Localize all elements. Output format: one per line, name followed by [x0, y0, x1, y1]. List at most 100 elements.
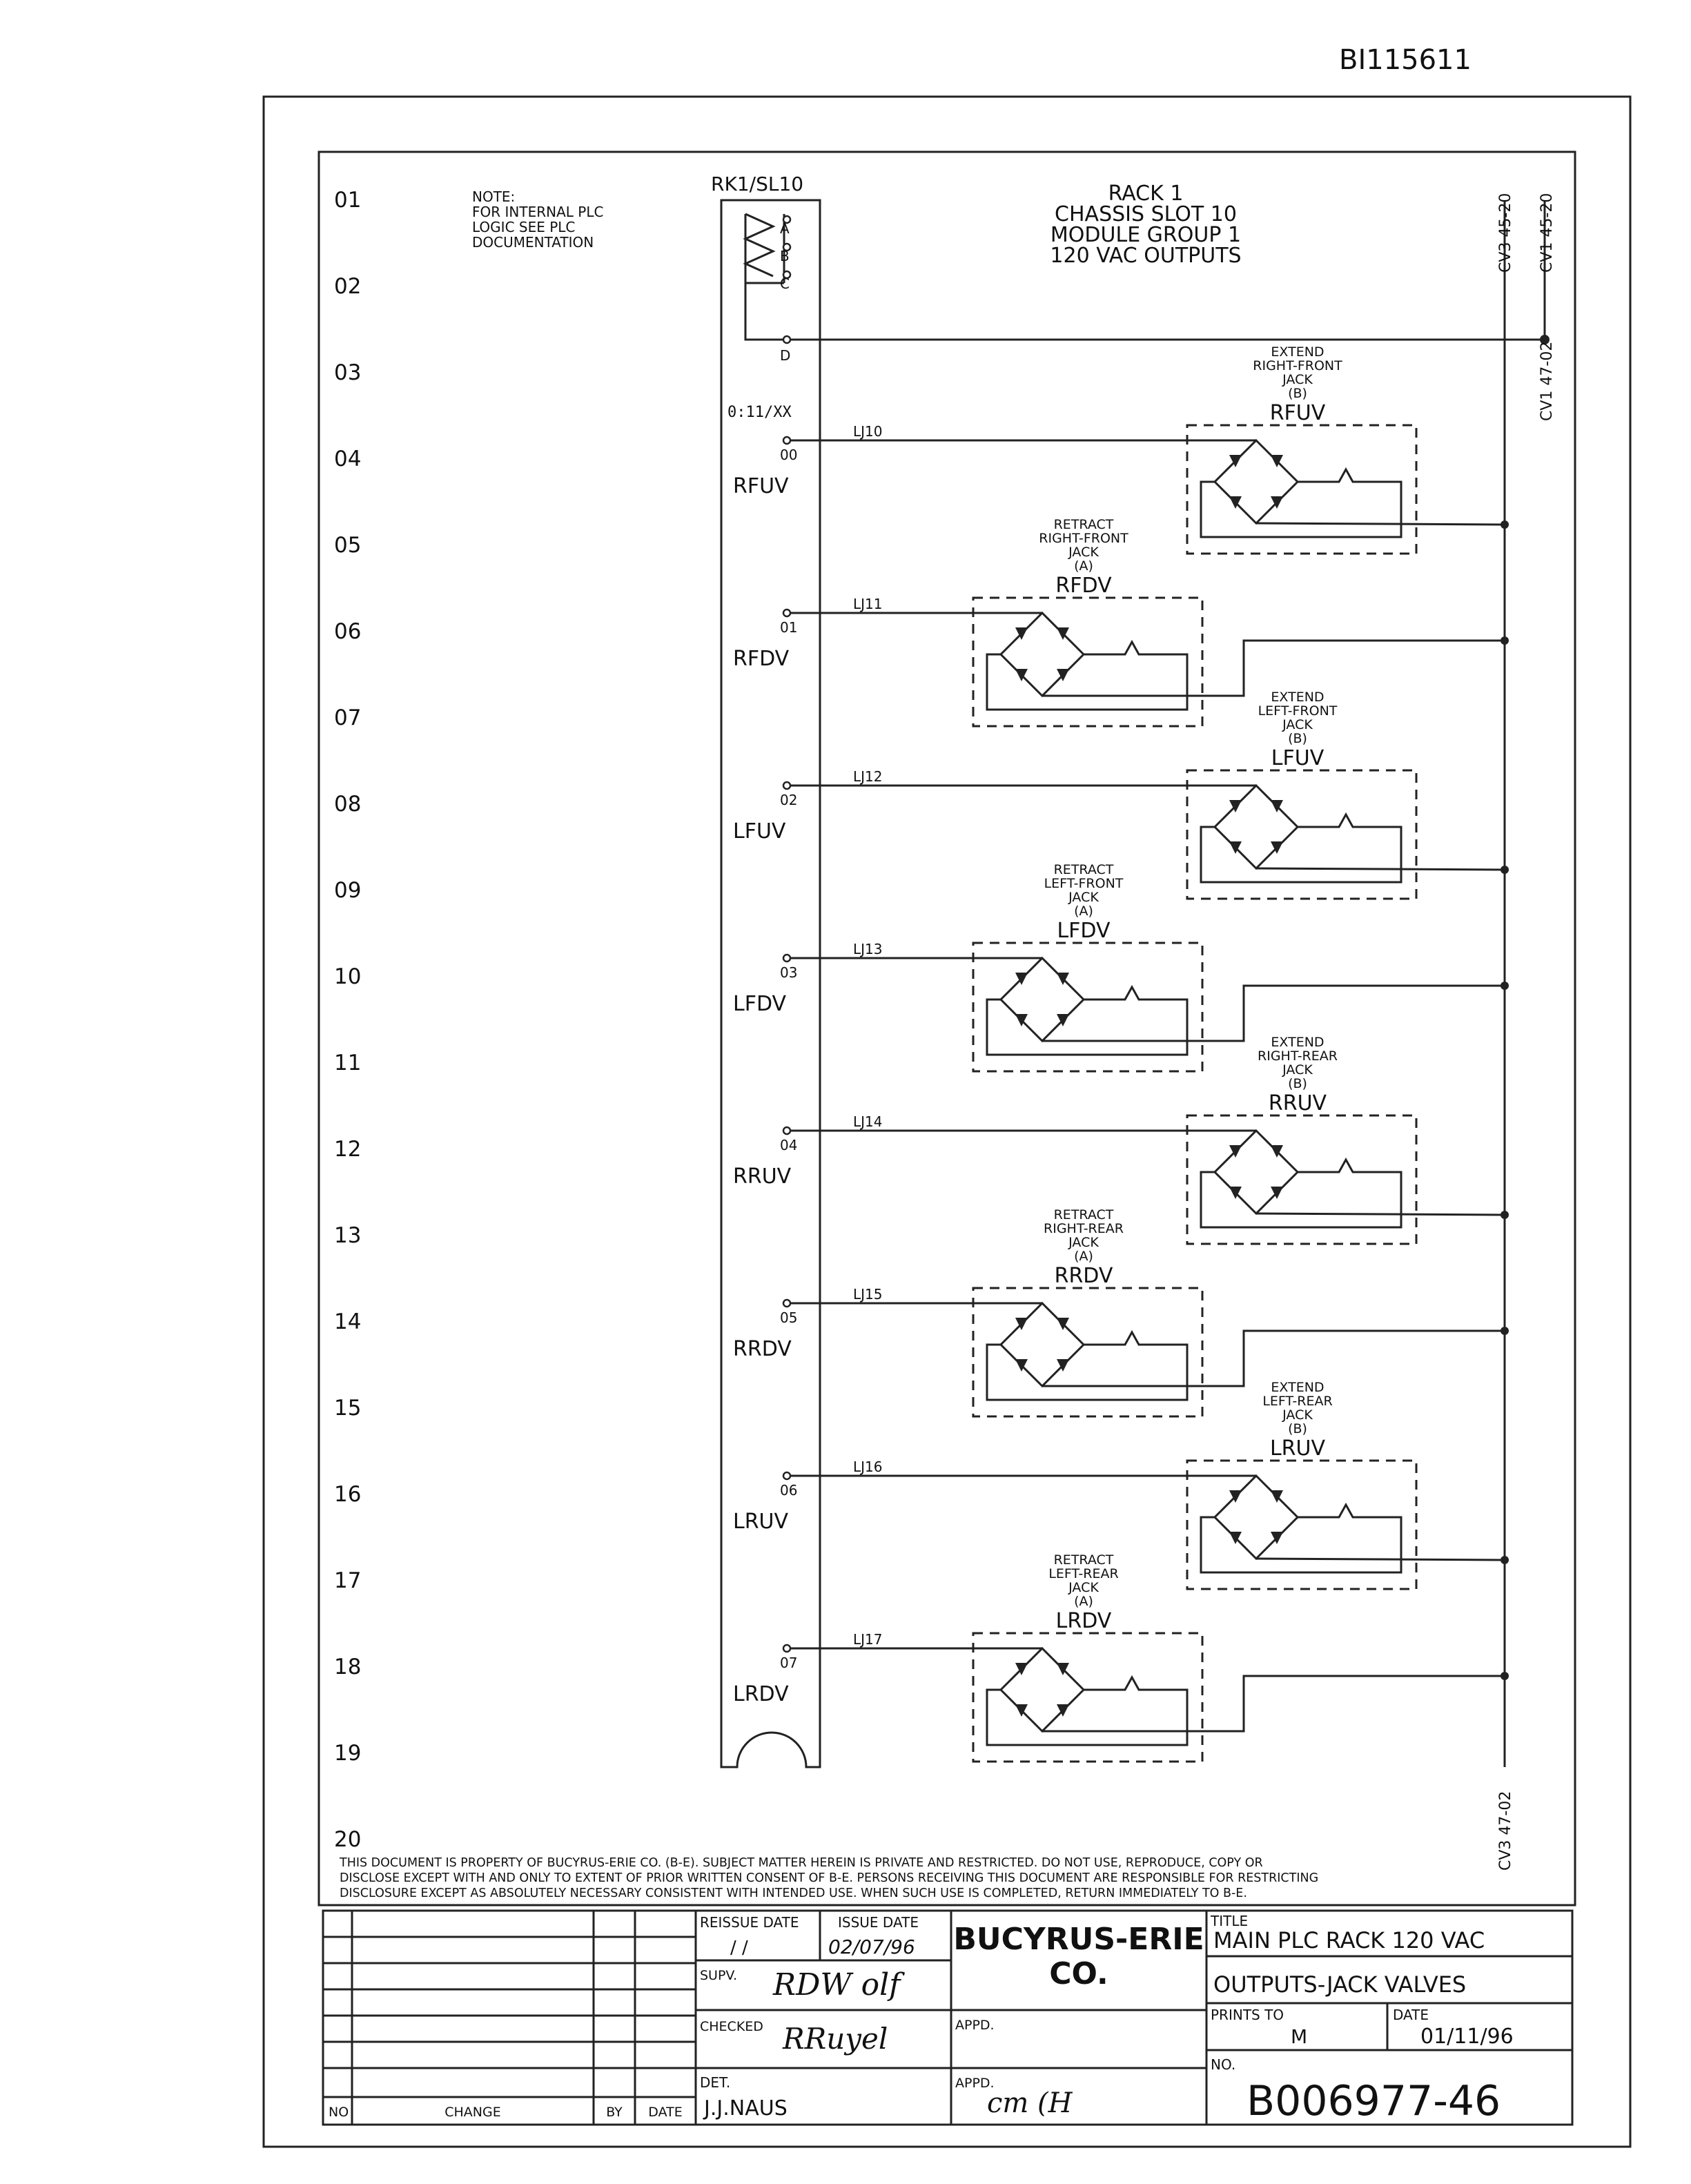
module-header-3: MODULE GROUP 1	[1050, 223, 1241, 247]
supv-label: SUPV.	[700, 1968, 737, 1983]
diode-symbol	[1015, 973, 1028, 985]
no-label: NO.	[1211, 2056, 1235, 2073]
valve-enclosure	[1186, 769, 1418, 900]
valve-description: (B)	[1288, 386, 1307, 401]
output-tag: LFUV	[733, 819, 786, 844]
output-circuits: 00RFUVLJ10EXTENDRIGHT-FRONTJACK(B)RFUV01…	[733, 344, 1509, 1763]
output-tag: RFDV	[733, 647, 790, 671]
valve-description: EXTEND	[1271, 344, 1324, 360]
valve-description: (B)	[1288, 1421, 1307, 1436]
return-wire	[1042, 1329, 1505, 1387]
valve-description: RETRACT	[1054, 862, 1114, 877]
det-value: J.J.NAUS	[703, 2096, 788, 2120]
diode-symbol	[1271, 496, 1283, 509]
valve-label: LRDV	[1056, 1609, 1112, 1633]
return-wire	[1255, 867, 1505, 871]
diode-symbol	[1229, 800, 1242, 812]
bridge-rectifier	[1213, 438, 1300, 525]
diode-symbol	[1015, 1663, 1028, 1675]
bridge-rectifier	[999, 1646, 1086, 1733]
row-number: 02	[334, 274, 361, 299]
solenoid-coil	[1200, 467, 1402, 538]
title-block	[322, 1909, 1574, 2126]
solenoid-coil	[986, 1329, 1189, 1401]
rail-junction	[1501, 982, 1509, 990]
diode-symbol	[1229, 455, 1242, 467]
bridge-rectifier	[1213, 783, 1300, 870]
module-header-1: RACK 1	[1108, 182, 1184, 206]
reissue-date-label: REISSUE DATE	[700, 1914, 799, 1931]
diode-symbol	[1229, 1490, 1242, 1503]
valve-enclosure	[972, 1287, 1204, 1418]
rail-label-top-right: CV1 45-20	[1538, 193, 1556, 273]
row-number: 19	[334, 1741, 361, 1766]
valve-description: (A)	[1074, 1249, 1093, 1264]
solenoid-coil	[1200, 812, 1402, 884]
document-id: BI115611	[1339, 44, 1472, 76]
rail-label-bottom: CV3 47-02	[1497, 1791, 1514, 1871]
valve-label: RRDV	[1055, 1264, 1113, 1288]
row-number: 17	[334, 1568, 361, 1593]
wire-number: LJ11	[853, 596, 883, 612]
output-terminal	[782, 781, 792, 790]
diode-symbol	[1271, 1145, 1283, 1158]
checked-label: CHECKED	[700, 2019, 763, 2034]
rail-label-top-left: CV3 45-20	[1497, 193, 1514, 273]
proprietary-notice: THIS DOCUMENT IS PROPERTY OF BUCYRUS-ERI…	[339, 1856, 1318, 1900]
output-terminal	[782, 953, 792, 963]
rail-label-mid: CV1 47-02	[1538, 342, 1556, 421]
module-coil-symbol	[743, 213, 785, 284]
rail-junction	[1501, 1327, 1509, 1335]
note-line-2: FOR INTERNAL PLC	[472, 204, 603, 220]
valve-label: LFDV	[1057, 919, 1111, 943]
wire-number: LJ15	[853, 1286, 883, 1303]
diode-symbol	[1015, 1359, 1028, 1372]
valve-description: JACK	[1282, 1407, 1313, 1423]
rail-junction	[1501, 520, 1509, 529]
supv-signature: RDW olf	[772, 1967, 905, 2002]
pin-b-label: B	[780, 248, 790, 264]
note-line-1: NOTE:	[472, 188, 515, 205]
rail-junction	[1501, 636, 1509, 645]
wire-number: LJ10	[853, 423, 883, 440]
diode-symbol	[1229, 1532, 1242, 1544]
row-number: 20	[334, 1827, 361, 1852]
row-number: 05	[334, 533, 361, 558]
output-tag: RFUV	[733, 474, 789, 498]
solenoid-coil	[986, 1675, 1189, 1746]
solenoid-coil	[1200, 1502, 1402, 1574]
valve-label: RFUV	[1270, 401, 1326, 425]
return-wire	[1042, 984, 1505, 1042]
rev-change-header: CHANGE	[444, 2105, 501, 2120]
det-label: DET.	[700, 2074, 730, 2091]
diode-symbol	[1057, 627, 1069, 640]
rev-no-header: NO	[329, 2105, 349, 2120]
diode-symbol	[1015, 669, 1028, 681]
valve-description: RETRACT	[1054, 1207, 1114, 1222]
diode-symbol	[1271, 800, 1283, 812]
diode-symbol	[1057, 669, 1069, 681]
title-label: TITLE	[1210, 1913, 1248, 1929]
valve-description: JACK	[1282, 372, 1313, 387]
output-number: 07	[780, 1655, 797, 1671]
valve-description: (A)	[1074, 1594, 1093, 1609]
row-number: 16	[334, 1482, 361, 1507]
note-line-4: DOCUMENTATION	[472, 234, 594, 251]
diode-symbol	[1271, 1532, 1283, 1544]
valve-enclosure	[1186, 424, 1418, 555]
valve-label: LRUV	[1270, 1436, 1326, 1461]
terminal-c	[782, 270, 792, 280]
return-wire	[1255, 522, 1505, 526]
row-number: 06	[334, 619, 361, 644]
valve-description: RIGHT-FRONT	[1039, 531, 1128, 546]
diode-symbol	[1057, 1359, 1069, 1372]
title-line-2: OUTPUTS-JACK VALVES	[1213, 1971, 1466, 1998]
output-number: 00	[780, 447, 797, 463]
diode-symbol	[1271, 1187, 1283, 1199]
diode-symbol	[1229, 1187, 1242, 1199]
